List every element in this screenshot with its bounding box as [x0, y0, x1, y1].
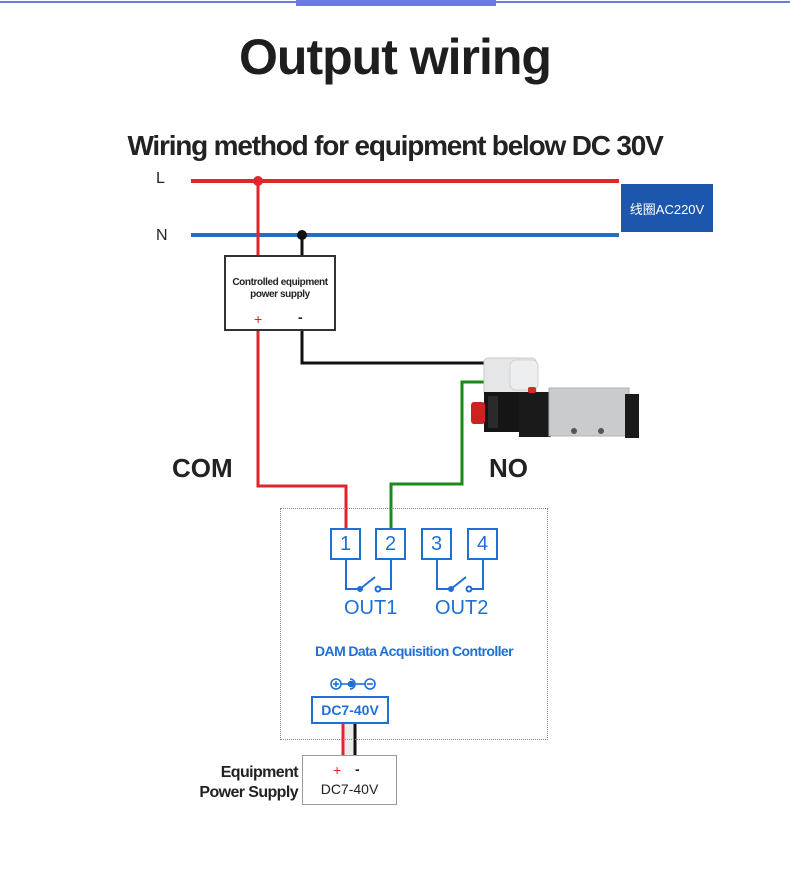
no-label: NO — [489, 453, 528, 483]
valve-black-block — [519, 392, 551, 437]
section-subtitle: Wiring method for equipment below DC 30V — [127, 130, 663, 161]
valve-red-button — [528, 387, 536, 393]
controller-power-input: DC7-40V — [311, 696, 389, 724]
out1-relay-switch — [345, 560, 392, 593]
live-junction-dot — [253, 176, 263, 186]
out2-label: OUT2 — [435, 597, 489, 619]
solenoid-valve-image — [471, 357, 639, 438]
equipment-psu-label: Equipment Power Supply — [199, 764, 298, 801]
valve-connector-cap — [509, 359, 539, 391]
valve-red-knob — [471, 402, 485, 424]
out1-label: OUT1 — [344, 597, 398, 619]
controller-box — [280, 508, 548, 740]
top-tab-indicator — [296, 0, 496, 6]
valve-end-cap — [625, 394, 639, 438]
valve-screw — [571, 428, 577, 434]
dc-polarity-symbol — [330, 678, 376, 690]
equipment-psu-negative: - — [355, 761, 360, 777]
out2-relay-switch — [436, 560, 484, 593]
terminal-3: 3 — [421, 528, 452, 560]
power-lead-sheath — [342, 724, 356, 756]
neutral-junction-dot — [297, 230, 307, 240]
valve-body — [548, 387, 630, 437]
controller-name: DAM Data Acquisition Controller — [315, 643, 513, 659]
equipment-power-supply: + - DC7-40V — [302, 755, 397, 805]
psu-negative-terminal: - — [298, 309, 303, 325]
com-label: COM — [172, 453, 233, 483]
terminal-2: 2 — [375, 528, 406, 560]
neutral-label: N — [156, 227, 168, 244]
live-label: L — [156, 170, 165, 187]
terminal-1: 1 — [330, 528, 361, 560]
terminal-4: 4 — [467, 528, 498, 560]
psu-label: Controlled equipment power supply — [232, 277, 328, 300]
psu-negative-to-valve-wire — [300, 331, 486, 365]
equipment-psu-positive: + — [333, 762, 342, 778]
coil-voltage-badge: 线圈AC220V — [621, 184, 713, 232]
equipment-psu-voltage: DC7-40V — [320, 781, 379, 797]
page-title: Output wiring — [239, 29, 552, 85]
no-wire — [389, 380, 486, 528]
com-wire — [256, 331, 348, 528]
valve-coil-label — [488, 396, 498, 428]
psu-positive-terminal: + — [254, 311, 263, 327]
valve-screw — [598, 428, 604, 434]
controlled-equipment-psu: Controlled equipment power supply + - — [224, 255, 336, 331]
